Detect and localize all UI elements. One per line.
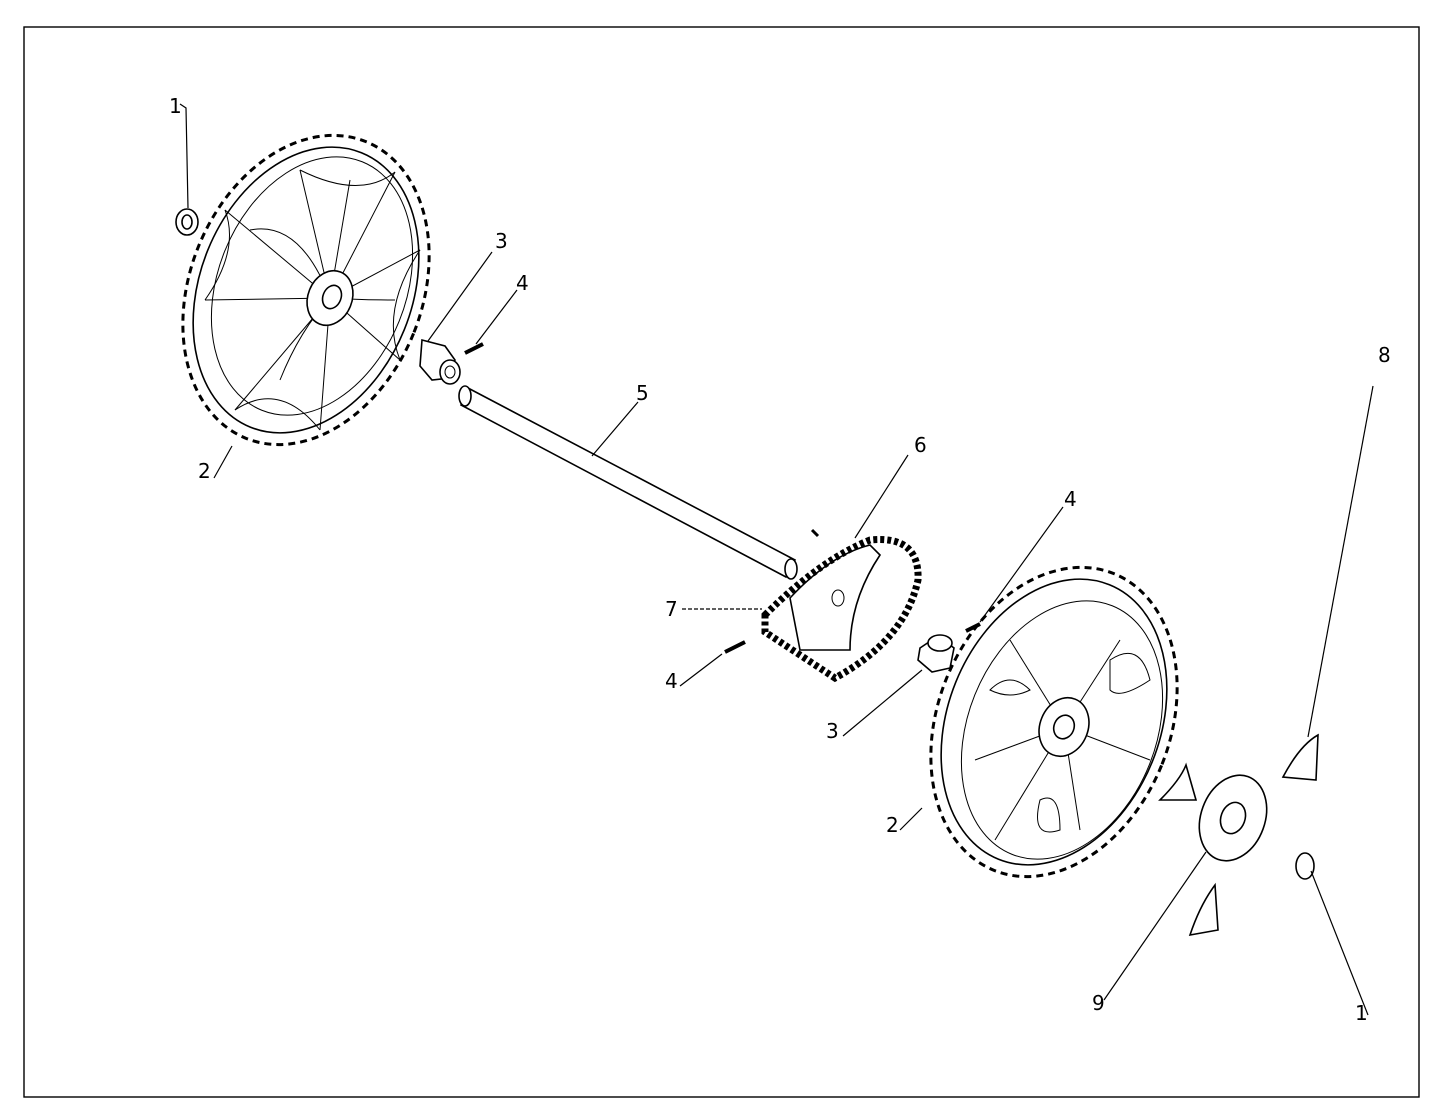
callout-pin-top-right: 4 bbox=[1064, 487, 1077, 511]
gear bbox=[789, 528, 882, 651]
chain bbox=[761, 536, 922, 683]
leader-lines bbox=[179, 103, 1374, 1016]
callout-pin-bottom: 4 bbox=[665, 669, 678, 693]
hubcap-segments bbox=[1158, 733, 1319, 937]
callout-washer-right: 1 bbox=[1355, 1001, 1368, 1025]
callout-chain: 7 bbox=[665, 597, 678, 621]
callout-axle: 5 bbox=[636, 381, 649, 405]
pinion-left bbox=[419, 338, 461, 385]
pinion-right bbox=[917, 634, 955, 673]
pin-top-right bbox=[965, 622, 981, 633]
pin-top-left bbox=[464, 342, 484, 355]
callout-gear: 6 bbox=[914, 433, 927, 457]
callout-pinion-left: 3 bbox=[495, 229, 508, 253]
callout-hubcap-disc: 9 bbox=[1092, 991, 1105, 1015]
washer-right bbox=[1295, 852, 1315, 880]
wheel-right bbox=[929, 565, 1179, 879]
callout-washer-left: 1 bbox=[169, 94, 182, 118]
callout-hubcap: 8 bbox=[1378, 343, 1391, 367]
wheel-left bbox=[181, 133, 431, 447]
washer-left bbox=[175, 208, 199, 236]
callout-wheel-right: 2 bbox=[886, 813, 899, 837]
pin-bottom bbox=[724, 640, 746, 654]
frame-border bbox=[23, 26, 1420, 1098]
callout-wheel-left: 2 bbox=[198, 459, 211, 483]
callout-pinion-right: 3 bbox=[826, 719, 839, 743]
hubcap-disc bbox=[1198, 774, 1268, 862]
callout-pin-top-left: 4 bbox=[516, 271, 529, 295]
axle bbox=[458, 385, 798, 580]
